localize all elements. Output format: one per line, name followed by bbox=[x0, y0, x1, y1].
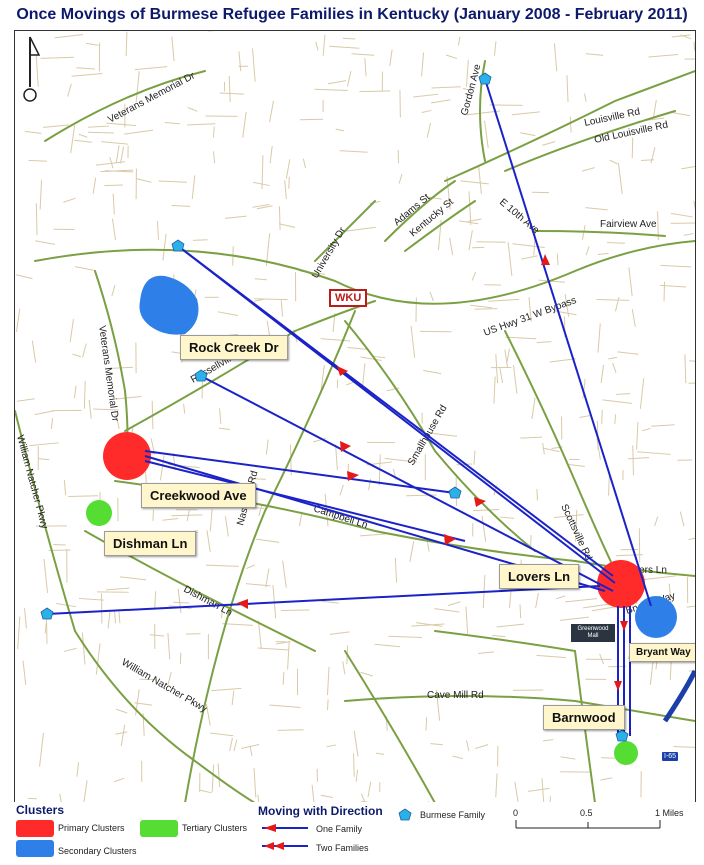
legend-secondary-label: Secondary Clusters bbox=[58, 846, 137, 856]
road-label: Lovers Ln bbox=[623, 565, 667, 576]
north-arrow-icon bbox=[19, 35, 41, 108]
road-nashville-rd bbox=[184, 310, 356, 803]
legend-two-families-label: Two Families bbox=[316, 843, 369, 853]
secondary-cluster-rock-creek bbox=[139, 275, 199, 335]
family-marker bbox=[478, 72, 492, 85]
move-line bbox=[144, 460, 466, 542]
wku-logo: WKU bbox=[329, 289, 368, 307]
callout-rock-creek: Rock Creek Dr bbox=[180, 335, 288, 360]
road-label: University Dr bbox=[310, 225, 348, 281]
primary-cluster-creekwood bbox=[103, 432, 151, 480]
callout-barnwood: Barnwood bbox=[543, 705, 625, 730]
map-title: Once Movings of Burmese Refugee Families… bbox=[0, 0, 704, 30]
family-marker bbox=[194, 369, 208, 382]
road-cave-mill-rd bbox=[344, 695, 695, 722]
move-line bbox=[200, 375, 614, 592]
interstate-65-shield: I-65 bbox=[661, 751, 680, 762]
callout-lovers: Lovers Ln bbox=[499, 564, 580, 589]
legend-primary-swatch bbox=[16, 820, 54, 837]
road-label: William Natcher Pkwy bbox=[15, 434, 50, 530]
road-kentucky-st bbox=[404, 200, 476, 252]
road-university-dr bbox=[314, 200, 376, 262]
movement-lines bbox=[46, 78, 652, 736]
legend-burmese-family-icon bbox=[398, 808, 412, 821]
road-south-arterial bbox=[434, 630, 576, 652]
major-roads bbox=[15, 60, 695, 803]
scale-tick-half: 0.5 bbox=[580, 808, 593, 818]
road-label: Cave Mill Rd bbox=[427, 690, 484, 701]
family-marker bbox=[171, 239, 185, 252]
road-label: Veterans Memorial Dr bbox=[96, 325, 120, 423]
road-smallhouse-rd bbox=[344, 320, 536, 552]
arrow-one-family bbox=[541, 254, 550, 265]
scale-tick-1-miles: 1 Miles bbox=[655, 808, 684, 818]
road-old-louisville bbox=[504, 110, 676, 172]
callout-creekwood: Creekwood Ave bbox=[141, 483, 256, 508]
arrow-two-families bbox=[237, 599, 248, 609]
arrow-one-family bbox=[347, 471, 359, 481]
road-south-collector bbox=[344, 650, 436, 803]
family-marker bbox=[448, 486, 462, 499]
legend-tertiary-swatch bbox=[140, 820, 178, 837]
road-adams-st bbox=[384, 180, 456, 242]
burmese-family-markers bbox=[40, 72, 629, 742]
callout-bryant: Bryant Way bbox=[629, 643, 695, 662]
legend-one-family-icon bbox=[262, 824, 308, 832]
interstate-65 bbox=[662, 669, 695, 723]
arrow-two-families bbox=[620, 621, 628, 631]
move-line bbox=[177, 245, 616, 584]
move-line bbox=[46, 585, 601, 615]
secondary-cluster-bryant bbox=[635, 596, 677, 638]
minor-streets bbox=[15, 31, 695, 803]
move-line bbox=[144, 450, 456, 494]
scale-tick-0: 0 bbox=[513, 808, 519, 818]
family-marker bbox=[40, 607, 54, 620]
scale-bar bbox=[515, 820, 661, 829]
road-label: US Hwy 31 W Bypass bbox=[482, 295, 578, 339]
road-label: Dishman Ln bbox=[182, 584, 234, 619]
legend-burmese-family-label: Burmese Family bbox=[420, 810, 486, 820]
legend-one-family-label: One Family bbox=[316, 824, 363, 834]
arrow-one-family bbox=[340, 441, 351, 452]
road-label: Louisville Rd bbox=[583, 106, 641, 129]
legend-two-families-icon bbox=[262, 842, 308, 850]
arrow-one-family bbox=[337, 366, 348, 376]
move-line bbox=[484, 78, 652, 607]
road-louisville-rd bbox=[444, 70, 695, 182]
road-label: Veterans Memorial Dr bbox=[106, 70, 197, 125]
road-fairview-ave bbox=[534, 230, 666, 237]
road-natcher-pkwy bbox=[15, 410, 256, 803]
legend-tertiary-label: Tertiary Clusters bbox=[182, 823, 248, 833]
legend-clusters-title: Clusters bbox=[16, 803, 65, 817]
legend-moving-title: Moving with Direction bbox=[258, 804, 383, 818]
road-label: E 10th Ave bbox=[497, 197, 541, 237]
arrow-two-families bbox=[444, 534, 456, 545]
road-gordon-ave bbox=[479, 60, 486, 162]
arrow-two-families bbox=[474, 497, 486, 507]
arrow-two-families bbox=[614, 681, 622, 691]
legend-secondary-swatch bbox=[16, 840, 54, 857]
legend-primary-label: Primary Clusters bbox=[58, 823, 125, 833]
direction-arrows bbox=[237, 254, 628, 691]
family-marker bbox=[615, 729, 629, 742]
tertiary-cluster-barnwood bbox=[614, 741, 638, 765]
road-veterans-north bbox=[44, 70, 206, 142]
greenwood-mall-icon: Greenwood Mall bbox=[571, 624, 615, 642]
callout-dishman: Dishman Ln bbox=[104, 531, 197, 556]
map-legend: Clusters Primary Clusters Secondary Clus… bbox=[0, 802, 704, 865]
road-scottsville-rd bbox=[504, 330, 626, 592]
road-label: Fairview Ave bbox=[600, 219, 657, 230]
tertiary-cluster-dishman bbox=[86, 500, 112, 526]
road-us31w-bypass bbox=[34, 240, 695, 305]
